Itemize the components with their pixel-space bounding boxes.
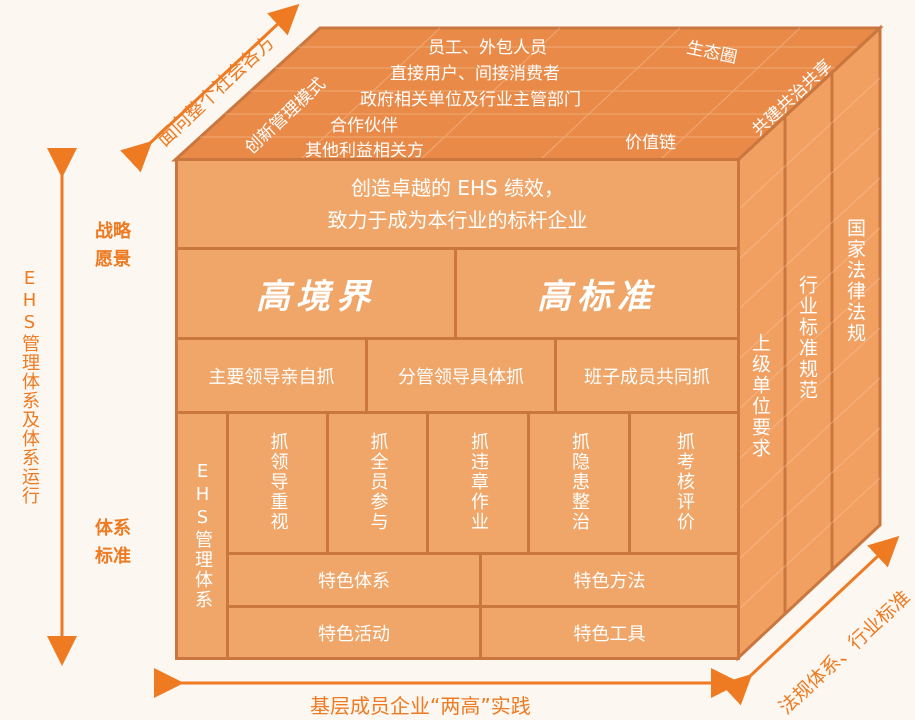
strategy-vision-label: 战略愿景 — [95, 221, 131, 270]
leader-text-1: 主要领导亲自抓 — [208, 366, 335, 388]
grab-column-4: 抓隐患整治 — [527, 411, 631, 555]
right-column-national: 国家法律法规 — [844, 218, 866, 344]
grab-column-3: 抓违章作业 — [426, 411, 530, 555]
vision-line-2: 致力于成为本行业的标杆企业 — [327, 208, 588, 232]
feature-method-text: 特色方法 — [573, 571, 646, 592]
feature-method-cell: 特色方法 — [479, 552, 740, 608]
top-left-diagonal-arrow — [120, 3, 300, 173]
top-row-5: 其他利益相关方 — [305, 141, 424, 161]
top-row-1: 员工、外包人员 — [428, 38, 547, 58]
leader-cell-1: 主要领导亲自抓 — [175, 337, 368, 414]
leader-text-3: 班子成员共同抓 — [584, 366, 710, 388]
top-row-3: 政府相关单位及行业主管部门 — [360, 90, 581, 110]
feature-system-text: 特色体系 — [318, 571, 390, 592]
right-column-superior: 上级单位要求 — [749, 333, 771, 459]
feature-tool-cell: 特色工具 — [479, 605, 740, 660]
ehs-system-column: EHS管理体系 — [175, 411, 229, 660]
high-realm-text: 高境界 — [256, 277, 376, 317]
feature-activity-cell: 特色活动 — [226, 605, 482, 660]
leader-cell-2: 分管领导具体抓 — [365, 337, 557, 414]
grab-column-5: 抓考核评价 — [628, 411, 740, 555]
high-standard-text: 高标准 — [537, 277, 657, 317]
value-chain-tag: 价值链 — [625, 133, 676, 153]
system-standard-label: 体系标准 — [95, 518, 131, 567]
feature-tool-text: 特色工具 — [573, 623, 646, 645]
right-column-industry: 行业标准规范 — [796, 275, 818, 401]
bottom-label: 基层成员企业“两高”实践 — [310, 694, 531, 718]
left-vertical-label: EHS管理体系及体系运行 — [19, 268, 40, 505]
leader-text-2: 分管领导具体抓 — [398, 366, 524, 388]
high-realm-cell: 高境界 — [175, 247, 457, 340]
feature-system-cell: 特色体系 — [226, 552, 482, 608]
bottom-right-diagonal-arrow — [720, 535, 900, 706]
grab-column-1: 抓领导重视 — [226, 411, 329, 555]
top-row-2: 直接用户、间接消费者 — [390, 64, 560, 84]
feature-activity-text: 特色活动 — [318, 623, 390, 645]
vision-cell: 创造卓越的 EHS 绩效， 致力于成为本行业的标杆企业 — [175, 158, 740, 250]
leader-cell-3: 班子成员共同抓 — [554, 337, 740, 414]
vision-line-1: 创造卓越的 EHS 绩效， — [350, 176, 565, 200]
top-row-4: 合作伙伴 — [330, 116, 398, 136]
grab-column-2: 抓全员参与 — [326, 411, 429, 555]
high-standard-cell: 高标准 — [454, 247, 740, 340]
